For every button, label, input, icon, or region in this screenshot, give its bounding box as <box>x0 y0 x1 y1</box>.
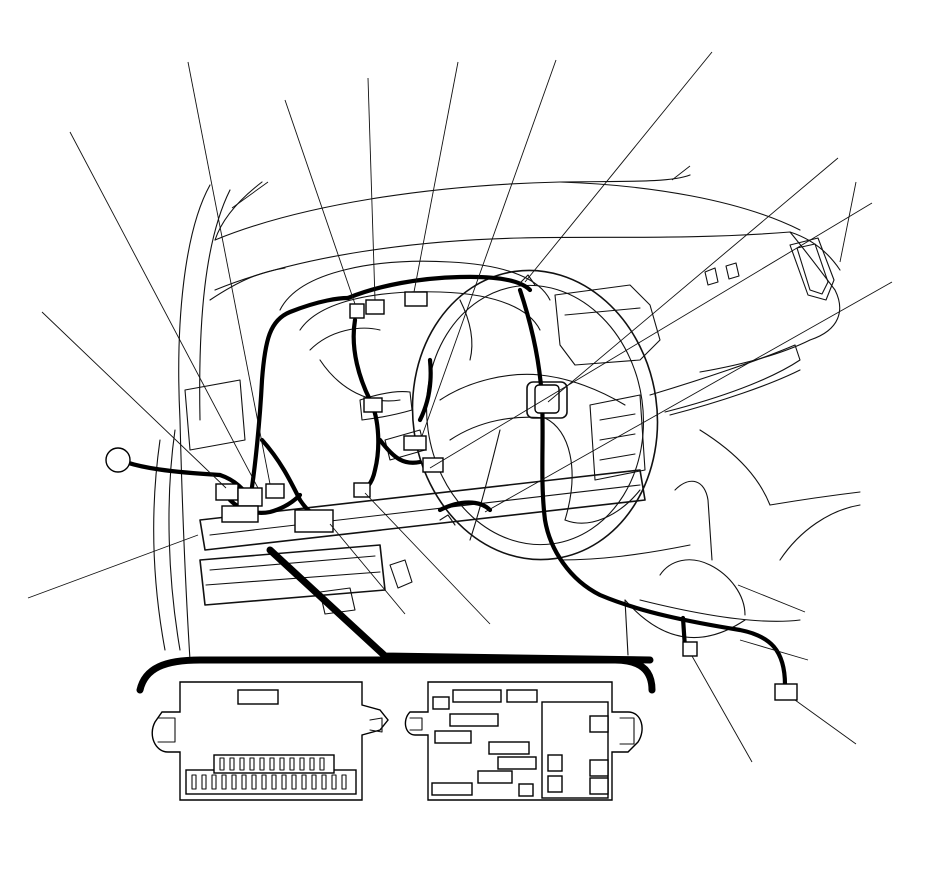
connector-c <box>404 291 428 307</box>
connector-d <box>363 397 383 413</box>
connector-h <box>215 483 239 501</box>
connector-a <box>349 303 365 319</box>
connector-pins <box>191 757 347 790</box>
connector-b <box>365 299 385 315</box>
connector-g <box>353 482 371 498</box>
horn-pad <box>526 381 568 419</box>
fuse-slots <box>431 689 609 799</box>
connector-f <box>422 457 444 473</box>
connector-n <box>682 641 698 657</box>
connector-o <box>774 683 798 701</box>
grommet <box>105 447 131 473</box>
fuse-box-rear-detail <box>404 681 643 801</box>
fuse-label-plate <box>237 689 279 705</box>
connector-e <box>403 435 427 451</box>
connectors <box>105 274 798 701</box>
dashboard-outline <box>153 174 861 661</box>
connector-i <box>237 487 263 507</box>
connector-m <box>534 384 560 414</box>
connector-j <box>265 483 285 499</box>
leader-lines <box>27 51 893 763</box>
fuse-box-front-detail <box>151 681 389 801</box>
connector-l <box>294 509 334 533</box>
detail-bracket <box>136 546 656 694</box>
fuse-connector-socket <box>185 769 357 795</box>
wire-harness <box>117 274 788 688</box>
connector-k <box>221 505 259 523</box>
